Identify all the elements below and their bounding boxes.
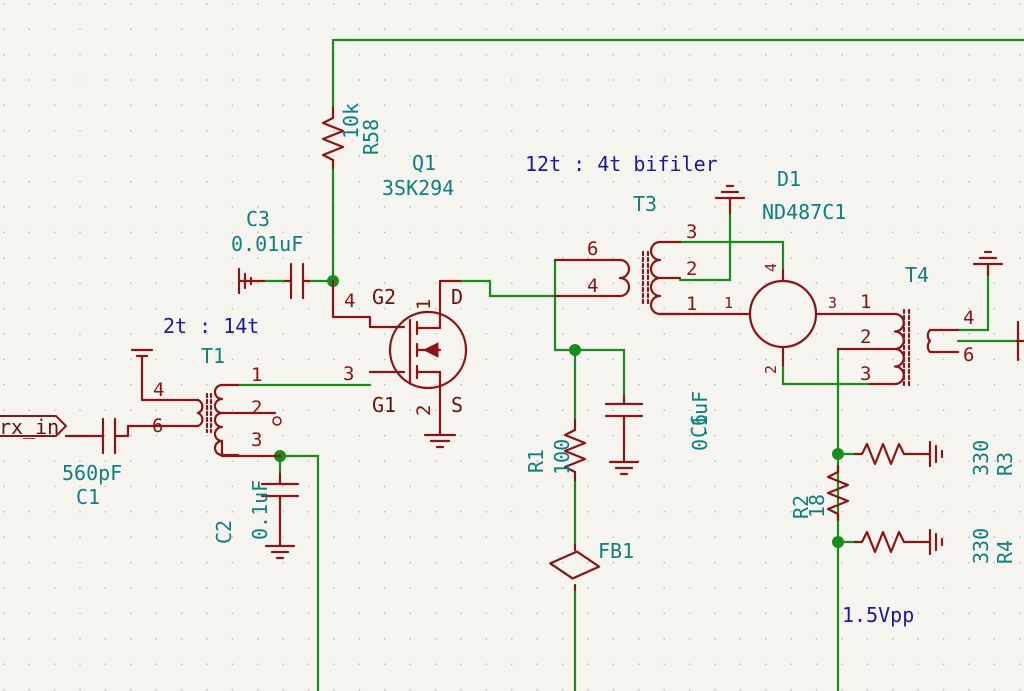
t4-pin-3: 3 [860, 363, 871, 385]
t3-pin-1: 1 [686, 293, 697, 315]
t1-pin-3: 3 [251, 429, 262, 451]
d1-ref: D1 [777, 167, 801, 191]
capacitor-partial-right[interactable]: C [1016, 320, 1024, 424]
t3-pin-6: 6 [587, 238, 598, 260]
capacitor-c6[interactable]: 0.1uF C6 [604, 391, 712, 476]
c1-ref: C1 [76, 485, 100, 509]
wire-drain-node [458, 279, 577, 352]
t4-pin-4: 4 [963, 307, 974, 329]
q1-pin-g2: G2 [372, 285, 396, 309]
r4-value: 330 [969, 528, 993, 564]
t1-pin-2: 2 [251, 397, 262, 419]
t1-pin-1: 1 [251, 364, 262, 386]
d1-pin-2: 2 [762, 365, 780, 374]
wire-d1-2-to-t4-3 [781, 363, 872, 386]
rx-in-text: rx_in [0, 415, 59, 439]
level-label: 1.5Vpp [842, 603, 914, 627]
wires [236, 38, 1024, 691]
wire-t4-4-gnd [956, 273, 990, 332]
transformer-t4[interactable]: T4 1 2 3 4 6 [836, 250, 1024, 390]
d1-pin-4: 4 [762, 263, 780, 272]
q1-pin-num-2: 2 [413, 405, 435, 416]
r1-value: 100 [550, 439, 574, 475]
wire-t3-3-to-d1-4 [678, 240, 785, 272]
t3-pin-3: 3 [686, 221, 697, 243]
wire-c6-top [573, 348, 626, 398]
junction-drain [569, 344, 581, 356]
r1-ref: R1 [524, 449, 548, 473]
t4-pin-6: 6 [963, 344, 974, 366]
r58-ref: R58 [359, 119, 383, 155]
resistor-r2[interactable]: R2 18 [789, 464, 850, 522]
transformer-t3[interactable]: 12t : 4t bifiler T3 6 4 3 2 1 [525, 152, 747, 316]
resistor-r1[interactable]: R1 100 [524, 418, 587, 482]
d1-pin-3: 3 [828, 294, 837, 312]
r3-value: 330 [969, 440, 993, 476]
t3-ref: T3 [633, 192, 657, 216]
capacitor-c1[interactable]: 560pF C1 [62, 417, 130, 509]
c2-ref: C2 [212, 520, 236, 544]
t4-pin-2: 2 [860, 326, 871, 348]
r3-ref: R3 [993, 452, 1017, 476]
partial-cap-ref: C [1021, 412, 1024, 424]
q1-pin-s: S [451, 393, 463, 417]
t1-ratio-label: 2t : 14t [163, 314, 259, 338]
resistor-r58[interactable]: 10k R58 [321, 103, 383, 170]
fb1-ref: FB1 [598, 539, 634, 563]
junction-r3 [832, 448, 844, 460]
r4-ref: R4 [993, 540, 1017, 564]
q1-pin-num-3: 3 [343, 363, 354, 385]
t3-pin-4: 4 [587, 275, 598, 297]
junction-r4 [832, 536, 844, 548]
mosfet-q1[interactable]: Q1 3SK294 G2 D G1 S 4 1 3 2 [331, 151, 468, 449]
q1-pin-num-4: 4 [344, 290, 355, 312]
q1-ref: Q1 [412, 151, 436, 175]
c2-value: 0.1uF [248, 480, 272, 540]
c3-value: 0.01uF [231, 232, 303, 256]
capacitor-c3[interactable]: C3 0.01uF [231, 207, 311, 300]
wire-t1-3-down [278, 454, 320, 691]
t4-ref: T4 [905, 263, 929, 287]
t1-pin-6: 6 [152, 415, 163, 437]
q1-value: 3SK294 [382, 176, 454, 200]
capacitor-c2[interactable]: C2 0.1uF [212, 472, 300, 560]
d1-pin-1: 1 [724, 294, 733, 312]
c6-value: 0.1uF [688, 391, 712, 451]
q1-pin-g1: G1 [372, 393, 396, 417]
t3-pin-2: 2 [686, 258, 697, 280]
t3-ratio-label: 12t : 4t bifiler [525, 152, 718, 176]
ferrite-bead-fb1[interactable]: FB1 [549, 539, 634, 592]
c6-ref: C6 [687, 414, 711, 438]
d1-value: ND487C1 [762, 200, 846, 224]
resistor-r4[interactable]: 330 R4 [853, 528, 1017, 564]
t1-ref: T1 [201, 344, 225, 368]
q1-pin-num-1: 1 [413, 299, 435, 310]
resistor-r3[interactable]: 330 R3 [853, 440, 1017, 476]
t1-pin-4: 4 [153, 379, 164, 401]
c3-ref: C3 [246, 207, 270, 231]
r2-value: 18 [805, 494, 829, 518]
junctions [274, 275, 844, 548]
transformer-t1[interactable]: 2t : 14t T1 4 6 1 2 3 [126, 314, 282, 458]
t4-pin-1: 1 [860, 291, 871, 313]
wire-t3-2 [678, 211, 732, 282]
c1-value: 560pF [62, 461, 122, 485]
net-label-rx-in[interactable]: rx_in [0, 415, 68, 439]
q1-pin-d: D [451, 285, 463, 309]
r58-value: 10k [339, 103, 363, 139]
r2-ref: R2 [789, 495, 813, 519]
mixer-d1[interactable]: D1 ND487C1 4 1 3 2 [724, 167, 872, 374]
